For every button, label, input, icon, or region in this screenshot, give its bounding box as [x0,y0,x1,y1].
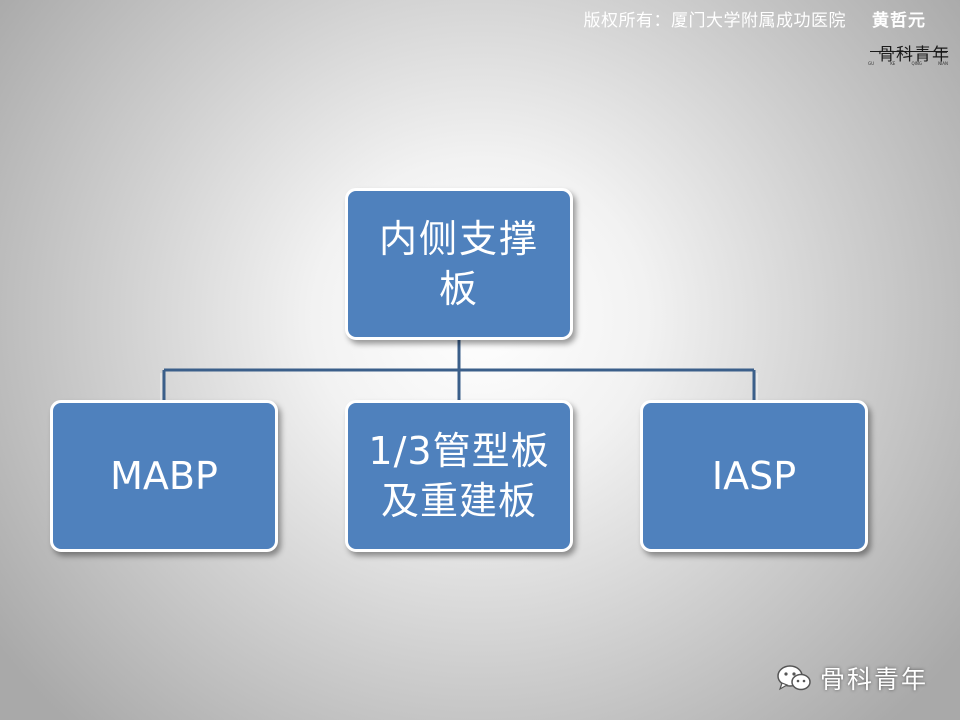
node-tubular-reconstruction-plate: 1/3管型板 及重建板 [345,400,573,552]
watermark-text: 骨科青年 [819,665,928,694]
logo-text: 骨科青年 [878,45,950,65]
logo-pinyin-1: GU [868,61,875,66]
node-root-line1: 内侧支撑 [378,217,539,261]
node-mid-line1: 1/3管型板 [368,429,550,473]
watermark: 骨科青年 [776,660,928,696]
node-root-line2: 板 [438,267,479,311]
node-iasp-label: IASP [711,454,797,498]
logo-pinyin: GU KE QING NIAN [868,61,948,66]
node-mabp: MABP [50,400,278,552]
logo-strike-line [870,51,948,52]
copyright-header: 版权所有：厦门大学附属成功医院 黄哲元 [584,6,927,31]
node-iasp: IASP [640,400,868,552]
node-mabp-label: MABP [110,454,218,498]
logo-pinyin-2: KE [890,61,896,66]
node-mid-line2: 及重建板 [380,479,537,523]
logo-pinyin-4: NIAN [938,61,948,66]
logo-pinyin-3: QING [911,61,922,66]
copyright-text: 版权所有：厦门大学附属成功医院 [583,11,846,31]
wechat-icon [777,665,811,691]
logo-top: 骨科青年 GU KE QING NIAN [866,40,950,70]
node-medial-support-plate: 内侧支撑 板 [345,188,573,340]
author-name: 黄哲元 [872,11,926,31]
